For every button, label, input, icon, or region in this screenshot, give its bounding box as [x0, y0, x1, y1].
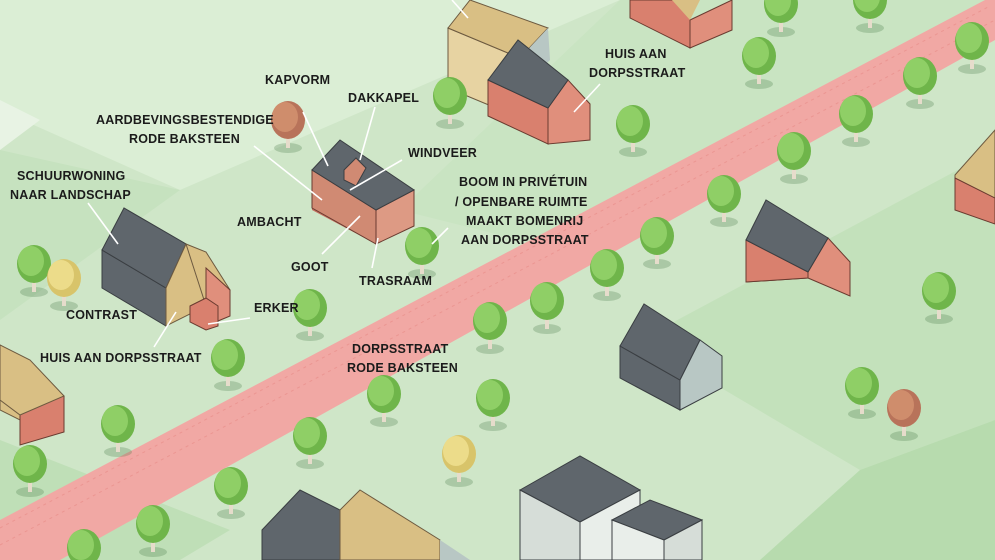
tree — [405, 227, 439, 279]
tree — [293, 417, 327, 469]
label-straat-1: DORPSSTRAAT — [352, 342, 449, 356]
label-huis-left: HUIS AAN DORPSSTRAAT — [40, 351, 202, 365]
tree — [922, 272, 956, 324]
field-right-low — [760, 420, 995, 560]
tree — [442, 435, 476, 487]
house-top-center-brick — [487, 39, 591, 145]
label-aardbeving-2: RODE BAKSTEEN — [129, 132, 240, 146]
tree — [47, 259, 81, 311]
label-boom-3: MAAKT BOMENRIJ — [466, 214, 583, 228]
label-kapvorm: KAPVORM — [265, 73, 330, 87]
tree — [845, 367, 879, 419]
house-center-dakkapel — [311, 139, 415, 245]
label-contrast: CONTRAST — [66, 308, 137, 322]
tree — [616, 105, 650, 157]
house-far-right-tan — [954, 129, 995, 225]
tree — [136, 505, 170, 557]
tree — [17, 245, 51, 297]
label-huis-top-2: DORPSSTRAAT — [589, 66, 686, 80]
label-boom-2: / OPENBARE RUIMTE — [455, 195, 588, 209]
house-left-tan — [0, 344, 65, 446]
field-left-strip — [0, 100, 40, 150]
tree — [777, 132, 811, 184]
tree — [271, 101, 305, 153]
tree — [955, 22, 989, 74]
tree-layer — [13, 0, 989, 560]
pointer-lines — [87, 0, 601, 348]
tree — [887, 389, 921, 441]
label-ambacht: AMBACHT — [237, 215, 302, 229]
building-bottom-white — [518, 455, 704, 560]
label-goot: GOOT — [291, 260, 329, 274]
tree — [640, 217, 674, 269]
label-straat-2: RODE BAKSTEEN — [347, 361, 458, 375]
tree — [13, 445, 47, 497]
label-windveer: WINDVEER — [408, 146, 477, 160]
field-top-right — [400, 0, 995, 250]
tree — [839, 95, 873, 147]
tree — [707, 175, 741, 227]
label-erker: ERKER — [254, 301, 299, 315]
tree — [530, 282, 564, 334]
tree — [473, 302, 507, 354]
tree — [853, 0, 887, 33]
tree — [211, 339, 245, 391]
house-right-brick — [745, 199, 851, 297]
house-schuurwoning — [101, 207, 231, 331]
label-huis-top-1: HUIS AAN — [605, 47, 667, 61]
tree — [476, 379, 510, 431]
house-right-grey — [619, 303, 723, 411]
tree — [293, 289, 327, 341]
label-schuur-2: NAAR LANDSCHAP — [10, 188, 131, 202]
tree — [367, 375, 401, 427]
tree — [433, 77, 467, 129]
tree — [214, 467, 248, 519]
house-top-right-brick — [629, 0, 733, 49]
label-trasraam: TRASRAAM — [359, 274, 432, 288]
tree — [101, 405, 135, 457]
tree — [903, 57, 937, 109]
house-bottom-center — [261, 489, 470, 560]
tree — [590, 249, 624, 301]
label-boom-4: AAN DORPSSTRAAT — [461, 233, 589, 247]
tree — [67, 529, 101, 560]
label-boom-1: BOOM IN PRIVÉTUIN — [459, 174, 587, 189]
tree — [742, 37, 776, 89]
annotation-labels: KAPVORM DAKKAPEL AARDBEVINGSBESTENDIGE R… — [10, 47, 686, 375]
tree — [764, 0, 798, 37]
label-schuur-1: SCHUURWONING — [17, 169, 125, 183]
label-dakkapel: DAKKAPEL — [348, 91, 419, 105]
label-aardbeving-1: AARDBEVINGSBESTENDIGE — [96, 113, 274, 127]
